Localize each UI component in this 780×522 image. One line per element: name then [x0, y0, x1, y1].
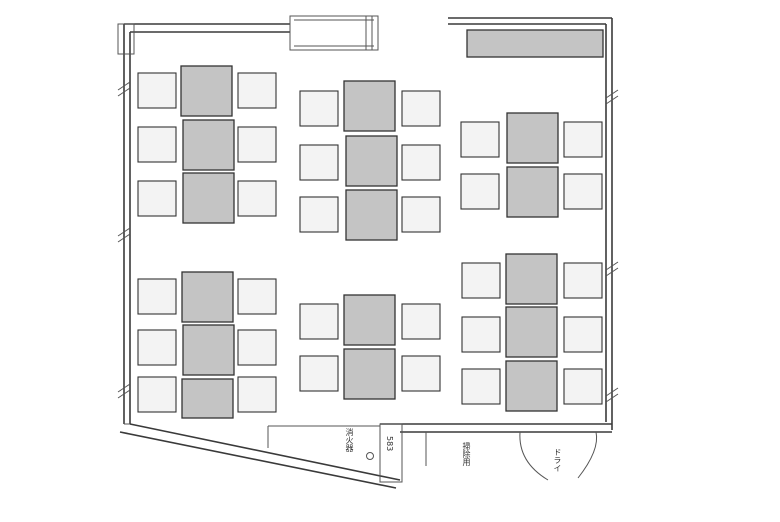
table [506, 166, 559, 218]
table [343, 348, 396, 400]
chair [237, 278, 277, 315]
chair [299, 144, 339, 181]
chair [137, 126, 177, 163]
chair [461, 368, 501, 405]
chair [461, 262, 501, 299]
chair [137, 329, 177, 366]
table [343, 294, 396, 346]
table [180, 65, 233, 117]
table-group-bottom-left [137, 271, 277, 419]
table-group-bottom-right [461, 253, 603, 412]
table-group-top-left [137, 65, 277, 224]
chair [563, 368, 603, 405]
chair [460, 173, 500, 210]
top-left-column [117, 23, 135, 55]
table [505, 360, 558, 412]
door-swing-arc [519, 431, 549, 481]
cleaning-label: 掃除用 [462, 442, 471, 466]
chair [461, 316, 501, 353]
mark-label: 583 [385, 436, 394, 452]
table [182, 119, 235, 171]
table [181, 378, 234, 419]
chair [237, 72, 277, 109]
table-group-top-right [460, 112, 603, 218]
extinguisher-label: 消火器 [345, 428, 354, 452]
counter [466, 29, 604, 58]
table [345, 189, 398, 241]
chair [237, 329, 277, 366]
table [181, 271, 234, 323]
chair [137, 278, 177, 315]
chair [237, 180, 277, 217]
chair [299, 196, 339, 233]
extinguisher-symbol [366, 452, 374, 460]
chair [299, 355, 339, 392]
table [182, 324, 235, 376]
table [182, 172, 235, 224]
table [506, 112, 559, 164]
chair [299, 90, 339, 127]
chair [401, 90, 441, 127]
chair [137, 376, 177, 413]
chair [401, 196, 441, 233]
chair [237, 376, 277, 413]
chair [401, 355, 441, 392]
chair [563, 173, 603, 210]
chair [563, 316, 603, 353]
chair [137, 72, 177, 109]
table [343, 80, 396, 132]
chair [299, 303, 339, 340]
top-window-frame [289, 15, 379, 51]
table-group-top-middle [299, 80, 441, 241]
table [345, 135, 398, 187]
table [505, 253, 558, 305]
chair [401, 303, 441, 340]
chair [237, 126, 277, 163]
walls [117, 15, 619, 489]
bottom-column [379, 423, 403, 483]
chair [137, 180, 177, 217]
table-group-bottom-middle [299, 294, 441, 400]
chair [563, 262, 603, 299]
dry-label: ドライ [553, 448, 562, 472]
bottom-wall-angled-inner [129, 423, 401, 481]
chair [401, 144, 441, 181]
chair [563, 121, 603, 158]
bottom-wall-angled-outer [119, 431, 397, 489]
chair [460, 121, 500, 158]
table [505, 306, 558, 358]
